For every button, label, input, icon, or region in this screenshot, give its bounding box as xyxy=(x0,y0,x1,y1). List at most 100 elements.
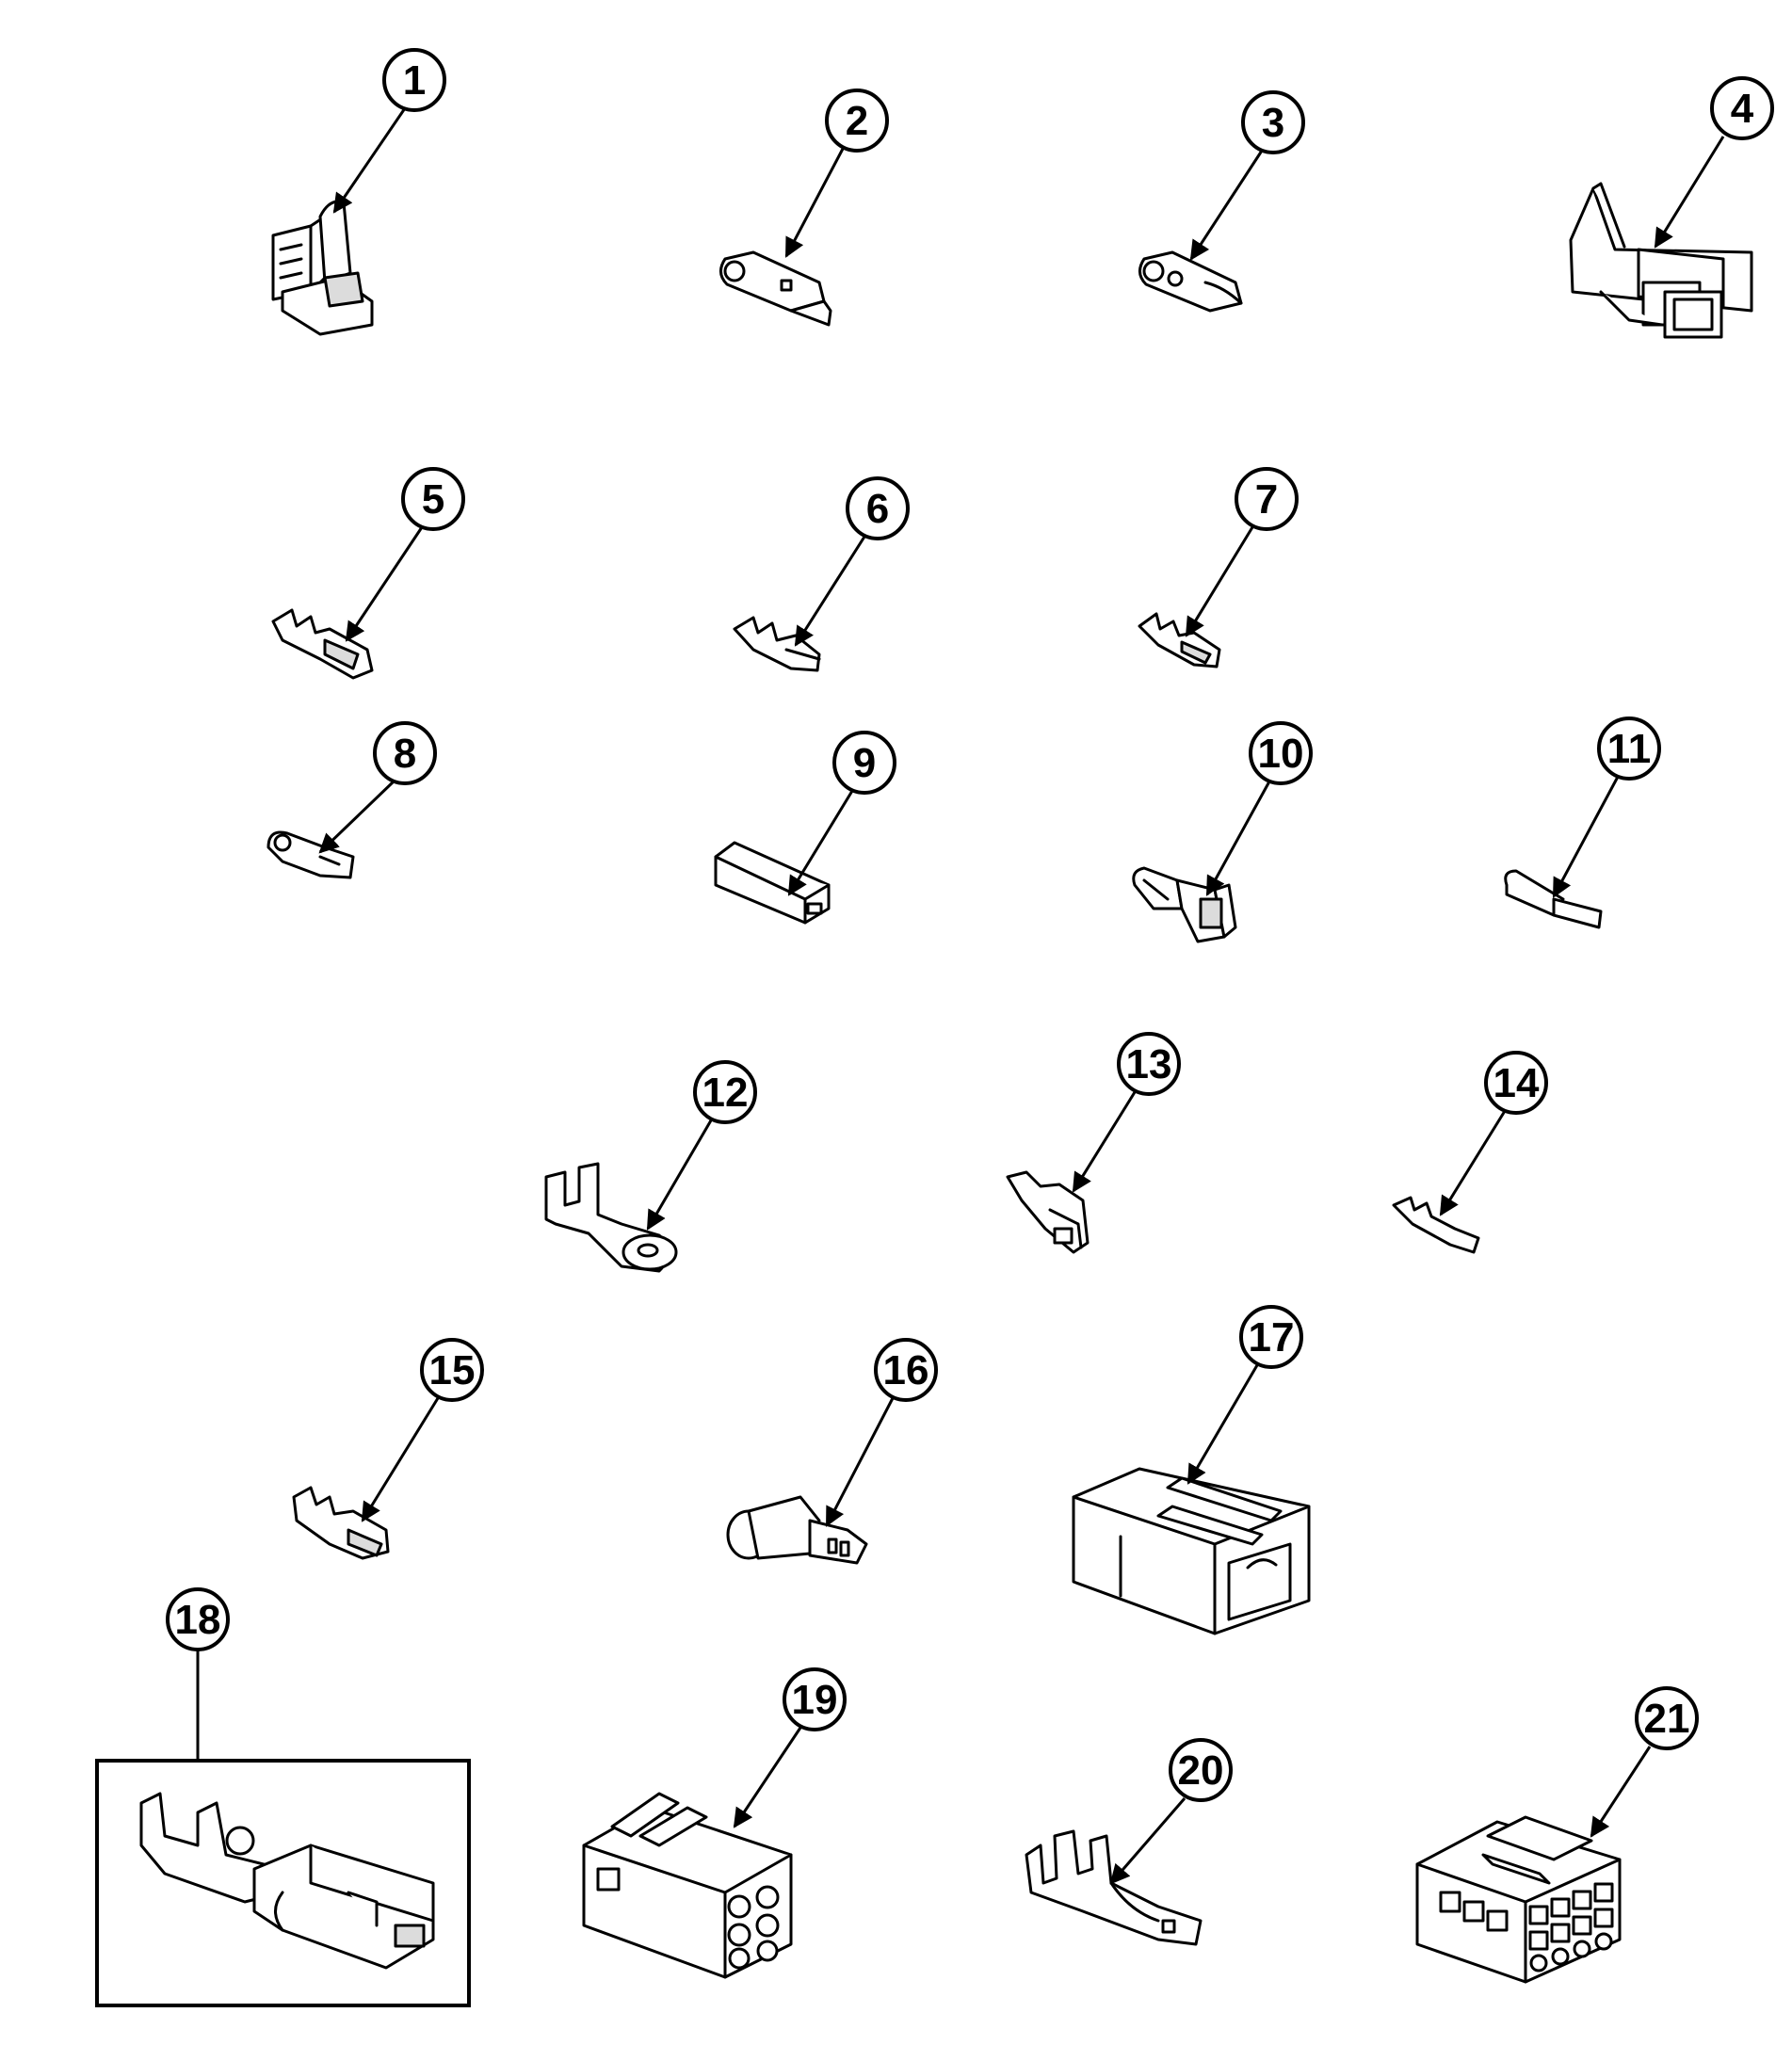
callout-8: 8 xyxy=(318,721,437,854)
leader-line-11 xyxy=(1552,776,1620,898)
part-19-drawing xyxy=(582,1792,793,1979)
callout-circle-12 xyxy=(693,1060,757,1124)
leader-line-9 xyxy=(787,790,854,896)
callout-number-20: 20 xyxy=(1178,1747,1224,1794)
callout-circle-3 xyxy=(1241,90,1305,154)
callout-number-9: 9 xyxy=(853,740,876,786)
callout-circle-2 xyxy=(825,89,889,153)
callout-number-18: 18 xyxy=(175,1597,221,1643)
callout-circle-20 xyxy=(1169,1738,1233,1802)
callout-number-4: 4 xyxy=(1731,86,1754,132)
part-13-drawing xyxy=(1006,1170,1090,1254)
callout-number-12: 12 xyxy=(702,1070,749,1116)
callout-number-10: 10 xyxy=(1258,731,1304,777)
callout-18: 18 xyxy=(166,1587,230,1761)
leader-line-2 xyxy=(784,148,845,258)
part-2-drawing xyxy=(719,250,832,327)
leader-line-19 xyxy=(733,1727,802,1828)
callout-number-8: 8 xyxy=(394,731,416,777)
part-1-drawing xyxy=(271,200,374,336)
callout-9: 9 xyxy=(787,731,896,896)
leader-line-17 xyxy=(1187,1364,1259,1485)
callout-12: 12 xyxy=(646,1060,757,1231)
part-15-drawing xyxy=(292,1486,390,1560)
callout-number-11: 11 xyxy=(1607,726,1652,772)
callout-circle-21 xyxy=(1635,1686,1699,1750)
callout-6: 6 xyxy=(794,476,910,647)
leader-line-16 xyxy=(825,1397,895,1527)
part-11-drawing xyxy=(1504,869,1603,929)
callout-circle-6 xyxy=(846,476,910,540)
leader-line-7 xyxy=(1185,526,1254,637)
callout-number-16: 16 xyxy=(883,1347,929,1393)
callout-1: 1 xyxy=(332,48,446,214)
callout-number-21: 21 xyxy=(1644,1696,1690,1742)
callout-19: 19 xyxy=(733,1667,847,1828)
callout-number-6: 6 xyxy=(866,486,889,532)
callout-3: 3 xyxy=(1189,90,1305,261)
part-18-box xyxy=(95,1759,471,2007)
leader-line-8 xyxy=(318,780,396,854)
callout-4: 4 xyxy=(1654,76,1774,249)
callout-circle-17 xyxy=(1239,1305,1303,1369)
callout-circle-7 xyxy=(1235,467,1299,531)
callout-number-7: 7 xyxy=(1255,476,1278,523)
part-20-drawing xyxy=(1025,1829,1203,1946)
part-10-drawing xyxy=(1132,866,1237,943)
leader-line-1 xyxy=(332,107,407,214)
callout-21: 21 xyxy=(1590,1686,1699,1838)
part-8-drawing xyxy=(266,830,355,879)
part-17-drawing xyxy=(1072,1467,1311,1635)
part-7-drawing xyxy=(1138,612,1221,668)
callout-circle-13 xyxy=(1117,1032,1181,1096)
callout-10: 10 xyxy=(1205,721,1313,896)
leader-line-4 xyxy=(1654,136,1725,249)
callout-circle-18 xyxy=(166,1587,230,1651)
callout-circle-5 xyxy=(401,467,465,531)
part-16-drawing xyxy=(726,1495,868,1565)
part-3-drawing xyxy=(1138,250,1243,313)
leader-line-20 xyxy=(1109,1797,1187,1885)
leader-line-21 xyxy=(1590,1746,1652,1838)
leader-line-12 xyxy=(646,1119,713,1231)
callout-number-3: 3 xyxy=(1262,100,1284,146)
callout-number-2: 2 xyxy=(846,98,868,144)
callout-number-1: 1 xyxy=(403,57,426,104)
callout-circle-1 xyxy=(382,48,446,112)
callout-17: 17 xyxy=(1187,1305,1303,1485)
callout-5: 5 xyxy=(345,467,465,642)
leader-line-14 xyxy=(1439,1110,1507,1216)
callout-circle-16 xyxy=(874,1338,938,1402)
callout-number-17: 17 xyxy=(1249,1314,1295,1361)
leader-line-10 xyxy=(1205,781,1271,896)
callout-14: 14 xyxy=(1439,1051,1548,1216)
callout-20: 20 xyxy=(1109,1738,1233,1885)
part-18-drawing xyxy=(139,1792,435,1970)
callout-circle-9 xyxy=(832,731,896,795)
callout-circle-11 xyxy=(1597,717,1661,781)
leader-line-6 xyxy=(794,536,866,647)
callout-number-14: 14 xyxy=(1493,1060,1540,1106)
part-12-drawing xyxy=(544,1162,678,1273)
callout-7: 7 xyxy=(1185,467,1299,637)
part-4-drawing xyxy=(1569,182,1753,339)
part-14-drawing xyxy=(1392,1196,1480,1254)
callout-circle-19 xyxy=(783,1667,847,1731)
callout-2: 2 xyxy=(784,89,889,258)
callout-16: 16 xyxy=(825,1338,938,1527)
leader-line-5 xyxy=(345,526,424,642)
callout-circle-4 xyxy=(1710,76,1774,140)
callout-circle-14 xyxy=(1484,1051,1548,1115)
callout-circle-10 xyxy=(1249,721,1313,785)
callout-11: 11 xyxy=(1552,717,1661,898)
callout-13: 13 xyxy=(1072,1032,1181,1193)
callout-number-19: 19 xyxy=(792,1677,838,1723)
leader-line-13 xyxy=(1072,1091,1137,1193)
leader-line-15 xyxy=(361,1397,440,1522)
callout-15: 15 xyxy=(361,1338,484,1522)
callout-circle-15 xyxy=(420,1338,484,1402)
leader-line-3 xyxy=(1189,150,1264,261)
